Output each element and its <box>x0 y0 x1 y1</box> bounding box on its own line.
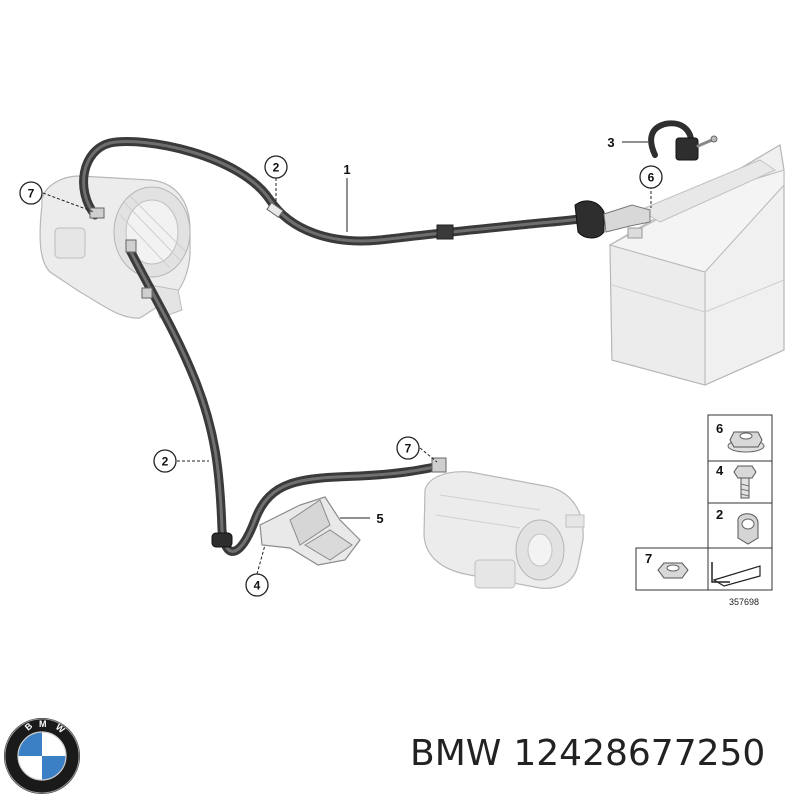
bolt-icon <box>733 465 757 499</box>
legend-label-6: 6 <box>716 421 723 436</box>
bmw-logo: B M W <box>4 718 80 794</box>
legend-label-2: 2 <box>716 507 723 522</box>
brand-name: BMW <box>410 733 502 774</box>
svg-text:2: 2 <box>273 161 280 175</box>
callout-5-label: 5 <box>376 511 383 526</box>
svg-text:4: 4 <box>254 579 261 593</box>
svg-text:6: 6 <box>648 171 655 185</box>
callout-4-bracket: 4 <box>245 573 269 597</box>
alternator <box>39 175 191 319</box>
direction-arrow-icon <box>711 562 761 587</box>
legend-label-7: 7 <box>645 551 652 566</box>
part-caption: BMW 12428677250 <box>410 733 795 774</box>
callout-3-label: 3 <box>607 135 614 150</box>
cable-clip-icon <box>737 513 759 545</box>
svg-text:5: 5 <box>376 511 383 526</box>
cable-fittings <box>89 200 651 548</box>
callout-1-label: 1 <box>343 162 350 177</box>
ground-lead-part-3 <box>648 120 718 161</box>
callout-6-battery: 6 <box>639 165 663 189</box>
leader-lines <box>42 141 652 575</box>
callout-7-starter: 7 <box>396 436 420 460</box>
svg-text:3: 3 <box>607 135 614 150</box>
bracket-part-5 <box>259 496 361 566</box>
fastener-legend: 6 4 2 7 35 <box>635 414 773 607</box>
callout-2-lower: 2 <box>153 449 177 473</box>
svg-text:7: 7 <box>405 442 412 456</box>
svg-text:1: 1 <box>343 162 350 177</box>
part-number: 12428677250 <box>513 733 766 774</box>
callout-7-alternator: 7 <box>19 181 43 205</box>
svg-text:M: M <box>39 719 47 729</box>
starter-motor <box>423 471 585 589</box>
hex-nut-icon <box>657 562 689 579</box>
diagram-number: 357698 <box>729 597 759 607</box>
legend-label-4: 4 <box>716 463 724 478</box>
battery <box>608 144 785 386</box>
callout-2-upper: 2 <box>264 155 288 179</box>
flange-nut-icon <box>727 431 765 453</box>
svg-text:B: B <box>23 720 35 732</box>
svg-text:2: 2 <box>162 455 169 469</box>
svg-text:7: 7 <box>28 187 35 201</box>
